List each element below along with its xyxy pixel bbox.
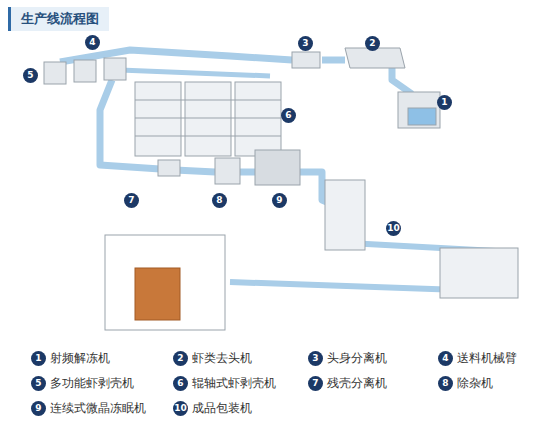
legend-text: 送料机械臂 <box>457 351 517 366</box>
head-removal-machine <box>345 48 405 68</box>
freezer-tunnel <box>255 150 300 185</box>
legend-text: 头身分离机 <box>327 351 387 366</box>
callout-number: 9 <box>272 193 287 208</box>
diagram-title: 生产线流程图 <box>8 7 109 31</box>
legend-text: 残壳分离机 <box>327 376 387 391</box>
legend-text: 除杂机 <box>457 376 493 391</box>
legend-text: 成品包装机 <box>192 401 252 416</box>
callout-number: 10 <box>386 221 401 236</box>
callout-number: 8 <box>438 376 453 391</box>
conveyor <box>120 70 270 76</box>
callout-number: 10 <box>173 401 188 416</box>
roller-lines <box>135 100 281 136</box>
peeling-machine <box>74 60 96 82</box>
palletizer-frame <box>105 235 225 330</box>
callout-number: 7 <box>308 376 323 391</box>
peeling-machine <box>44 62 66 84</box>
callout-number: 4 <box>438 351 453 366</box>
machines <box>44 48 518 330</box>
callout-number: 8 <box>212 193 227 208</box>
conveyor <box>240 169 255 176</box>
impurity-remover <box>215 158 240 184</box>
roller-peeler <box>185 82 231 156</box>
legend-text: 辊轴式虾剥壳机 <box>192 376 276 391</box>
pallet-stack <box>135 268 180 320</box>
callout-number: 1 <box>31 351 46 366</box>
callout-number: 5 <box>23 68 38 83</box>
shell-separator <box>158 160 180 176</box>
callout-number: 1 <box>437 95 452 110</box>
legend-text: 射频解冻机 <box>50 351 110 366</box>
machine-panel <box>408 108 436 125</box>
roller-peeler <box>135 82 181 156</box>
legend-text: 多功能虾剥壳机 <box>50 376 134 391</box>
conveyor <box>322 57 345 64</box>
legend-text: 连续式微晶冻眠机 <box>50 401 146 416</box>
callout-number: 3 <box>308 351 323 366</box>
callout-number: 2 <box>173 351 188 366</box>
packaging-machine <box>440 248 518 298</box>
peeling-machine <box>104 58 126 80</box>
packaging-tower <box>325 180 365 250</box>
callout-number: 4 <box>85 35 100 50</box>
separator-machine <box>292 52 320 68</box>
callout-number: 2 <box>365 36 380 51</box>
callout-number: 9 <box>31 401 46 416</box>
roller-peeler <box>235 82 281 156</box>
thawing-machine <box>398 92 440 128</box>
callout-number: 7 <box>124 193 139 208</box>
callout-number: 6 <box>281 108 296 123</box>
callout-number: 5 <box>31 376 46 391</box>
legend-text: 虾类去头机 <box>192 351 252 366</box>
callout-number: 3 <box>298 36 313 51</box>
callout-number: 6 <box>173 376 188 391</box>
